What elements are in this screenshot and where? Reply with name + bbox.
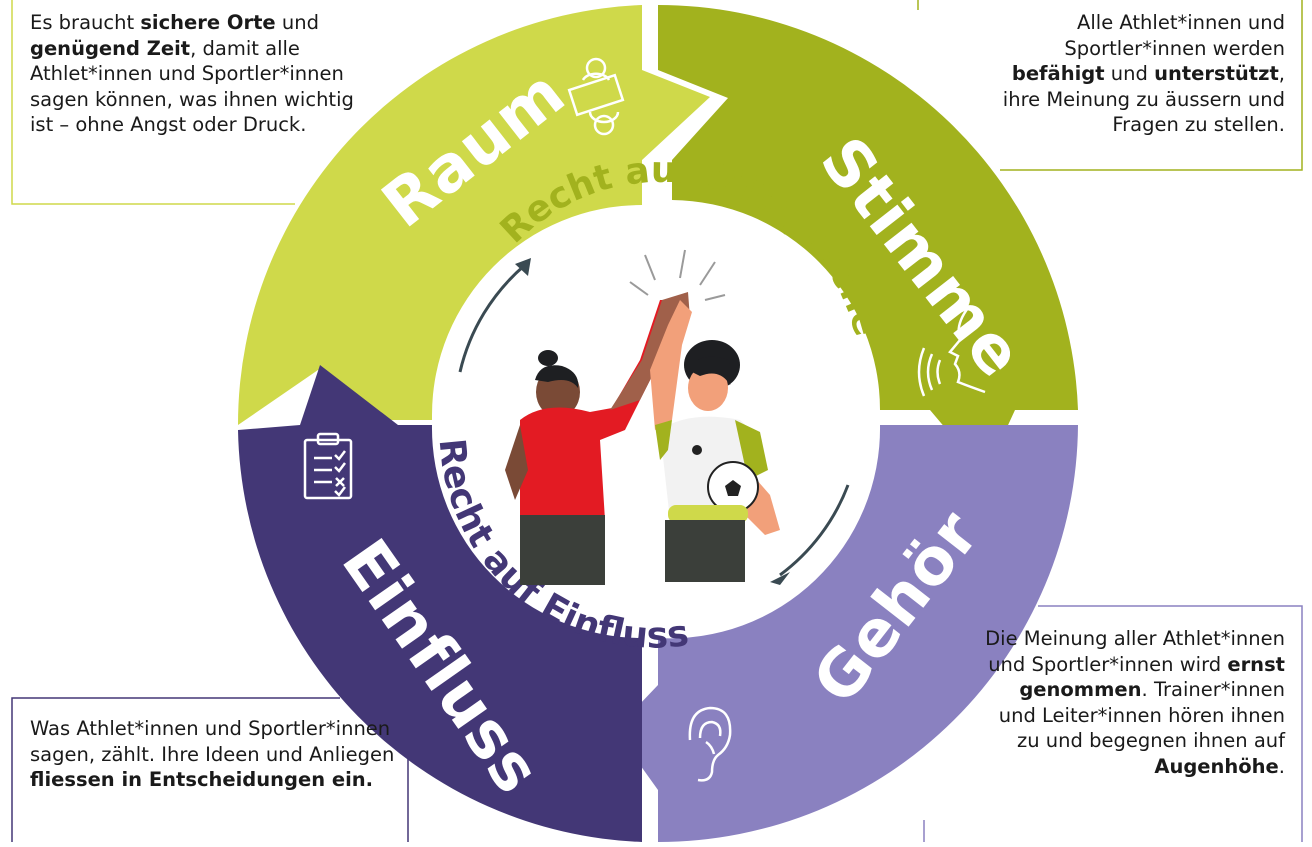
note-raum-bold-2: genügend Zeit: [30, 36, 191, 60]
gehoer-box-line: [1038, 605, 1303, 842]
ear-icon: [688, 706, 732, 782]
note-stimme-bold-2: unterstützt: [1154, 62, 1279, 85]
note-gehoer-bold-1: ernst genommen: [1019, 652, 1285, 702]
note-stimme: Alle Athlet*innen und Sportler*innen wer…: [1002, 11, 1285, 136]
einfluss-box-line: [11, 697, 340, 842]
cycle-arrows: [458, 258, 850, 585]
arrow-up-left: [458, 263, 526, 373]
note-einfluss: Was Athlet*innen und Sportler*innen sage…: [30, 717, 395, 791]
note-gehoer: Die Meinung aller Athlet*innen und Sport…: [985, 627, 1285, 778]
arrow-up-left-head: [515, 258, 531, 276]
high-five-illustration: [505, 249, 780, 585]
checklist-icon: [303, 432, 353, 500]
stimme-box-line-bottom: [1000, 0, 1303, 171]
note-stimme-bold-1: befähigt: [1011, 62, 1105, 85]
speaking-icon: [917, 307, 986, 397]
note-gehoer-bold-2: Augenhöhe: [1154, 754, 1279, 778]
arrow-down-right-head: [770, 572, 790, 585]
segment-stimme: [658, 4, 1078, 476]
arrow-down-right: [779, 484, 850, 577]
raum-box-line: [11, 200, 295, 205]
note-einfluss-bold-1: fliessen in Entscheidungen ein.: [30, 768, 374, 791]
note-box-lines: [11, 0, 1303, 842]
note-raum: Es braucht sichere Orte und genügend Zei…: [30, 11, 354, 136]
note-raum-bold-1: sichere Orte: [140, 11, 276, 34]
meeting-icon: [567, 57, 625, 136]
